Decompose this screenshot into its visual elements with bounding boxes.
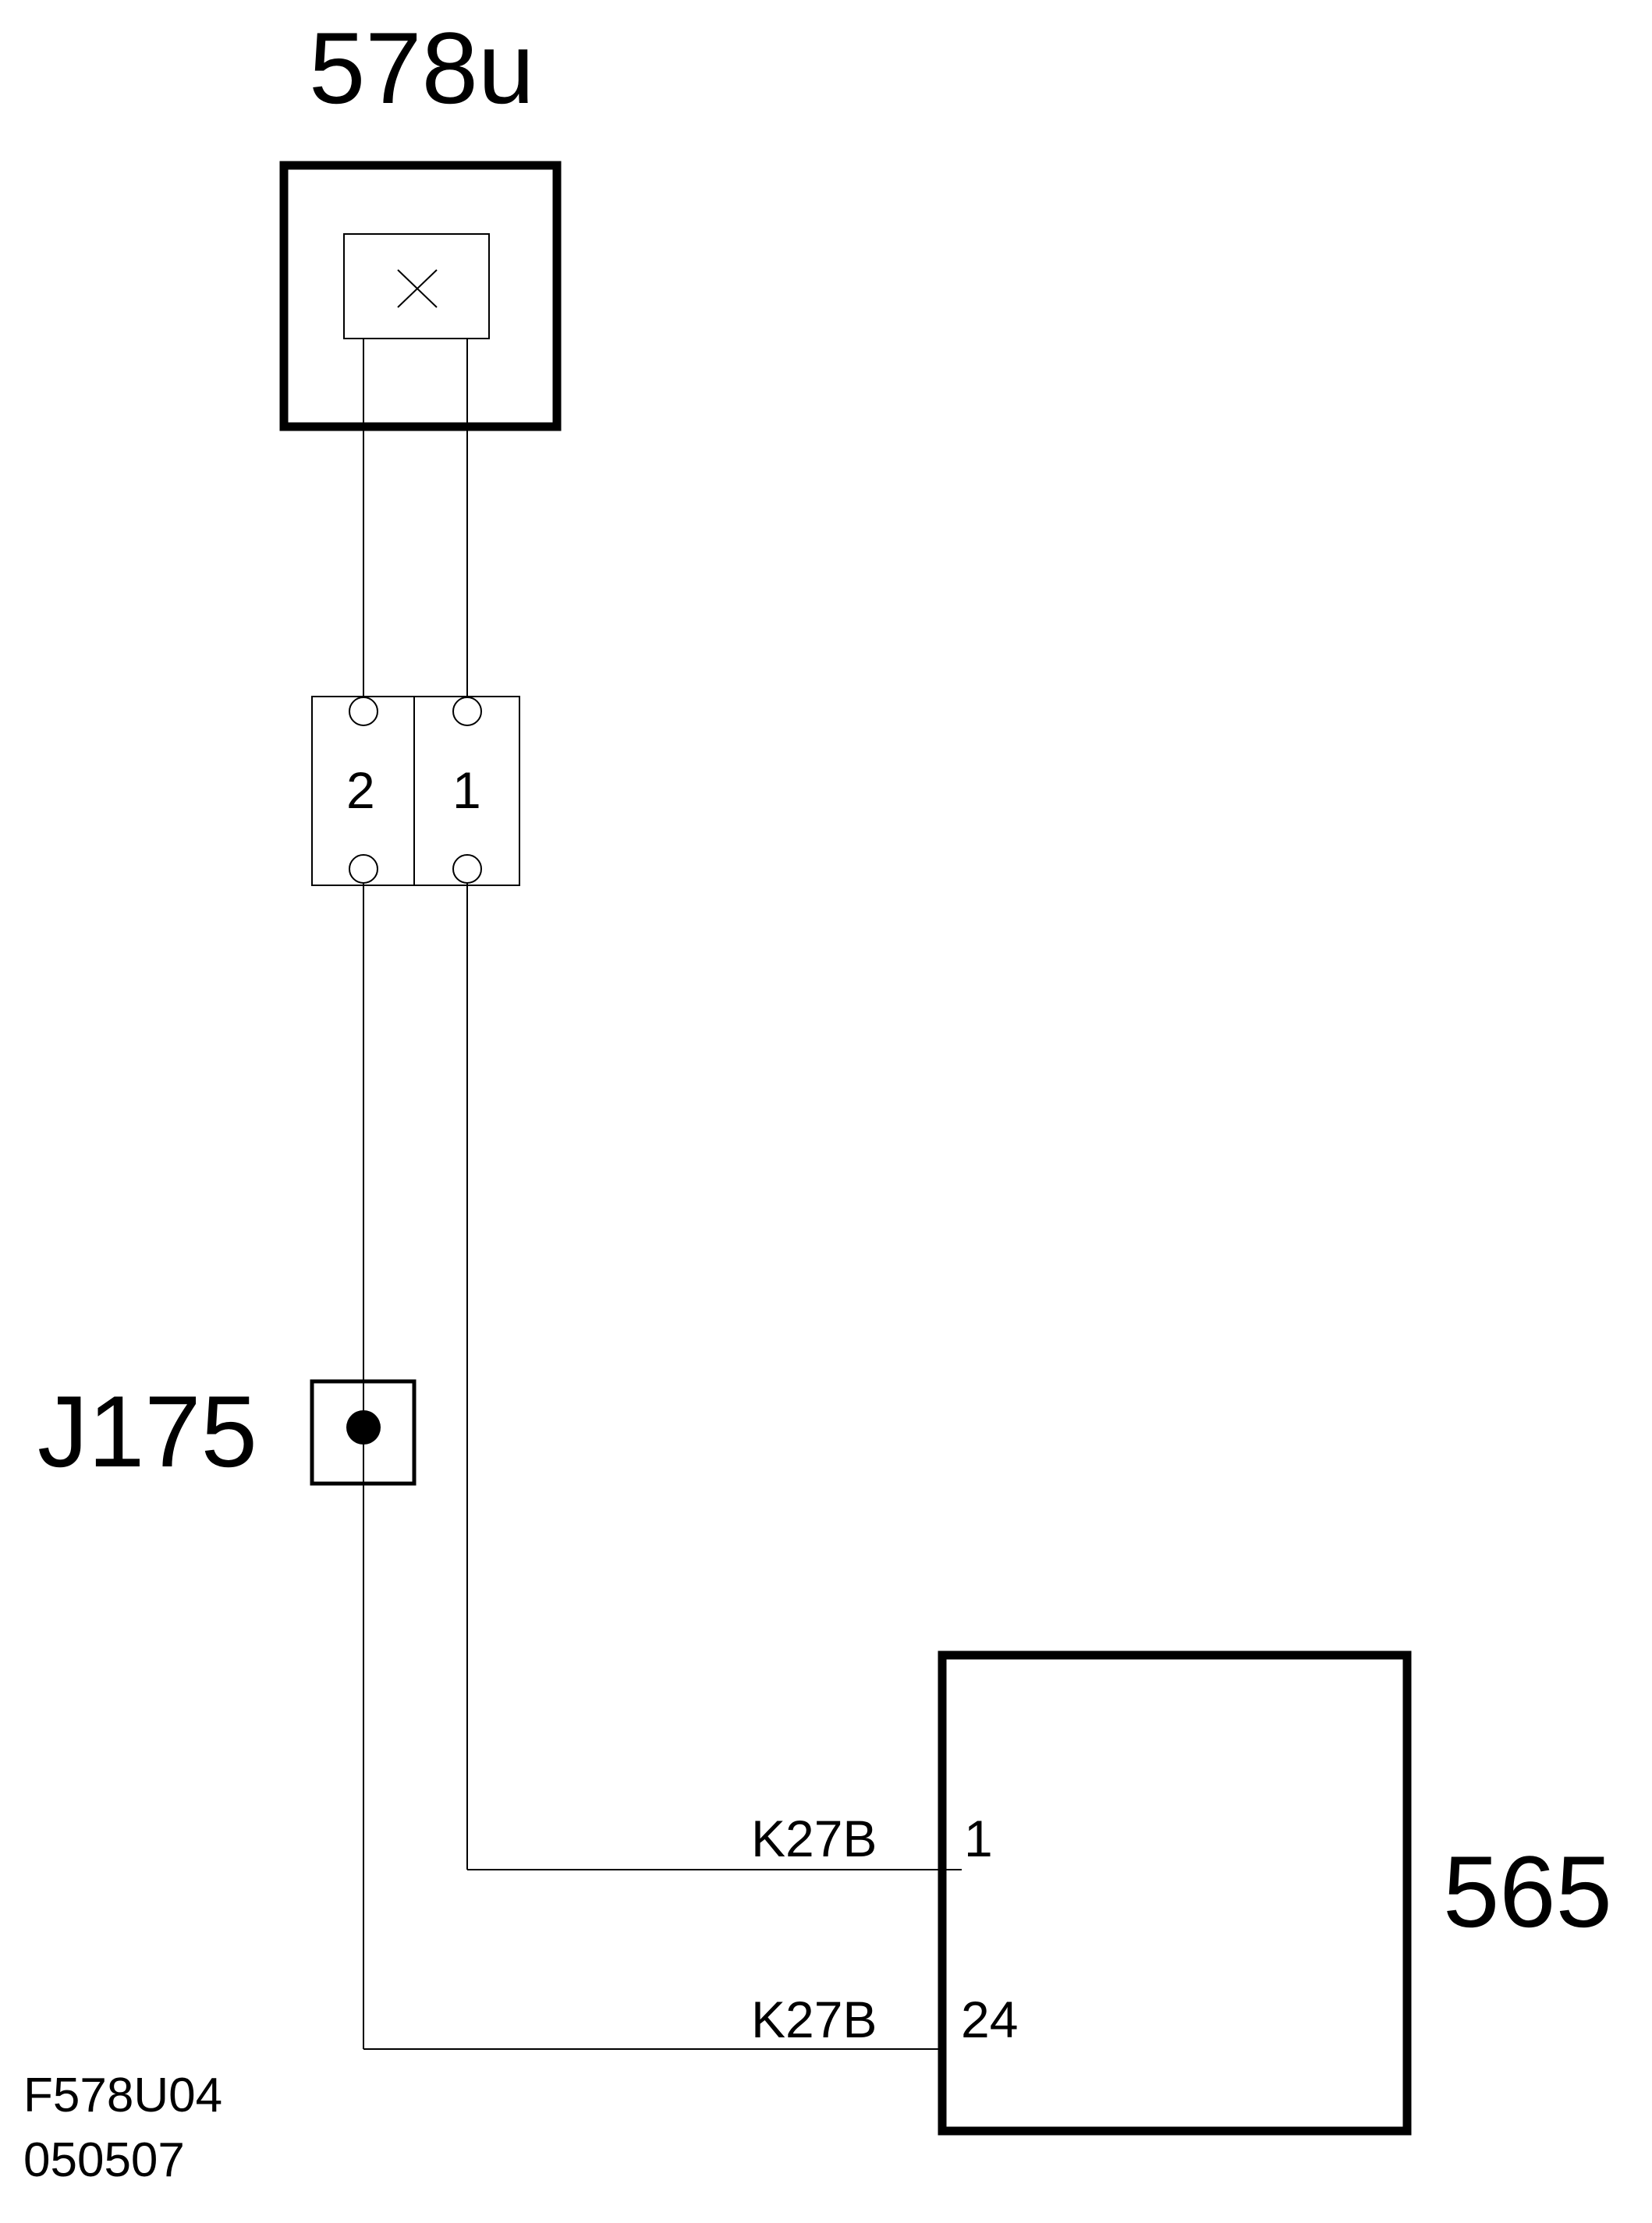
connector-pin1-label: 1 xyxy=(452,761,481,819)
connector: 2 1 xyxy=(311,696,520,886)
module-565-label: 565 xyxy=(1443,1835,1612,1948)
module-pin-1-label: 1 xyxy=(964,1810,993,1867)
wire-label-k27b-pin24: K27B xyxy=(751,1991,877,2048)
splice-j175-label: J175 xyxy=(37,1374,257,1488)
x-mark-icon xyxy=(397,269,438,308)
component-578u-box xyxy=(279,161,562,431)
connector-pin1-bottom-terminal xyxy=(452,854,482,884)
drawing-date: 050507 xyxy=(23,2133,185,2187)
connector-pin2-label: 2 xyxy=(346,761,375,819)
connector-pin2-bottom-terminal xyxy=(349,854,378,884)
connector-pin2-top-terminal xyxy=(349,697,378,726)
component-578u-label: 578u xyxy=(309,11,534,125)
connector-body xyxy=(311,696,520,886)
component-578u-inner-box xyxy=(343,233,490,339)
module-565-box xyxy=(938,1650,1412,2136)
module-pin-24-label: 24 xyxy=(961,1991,1018,2048)
wire-label-k27b-pin1: K27B xyxy=(751,1810,877,1867)
connector-pin1-top-terminal xyxy=(452,697,482,726)
drawing-code: F578U04 xyxy=(23,2069,222,2122)
